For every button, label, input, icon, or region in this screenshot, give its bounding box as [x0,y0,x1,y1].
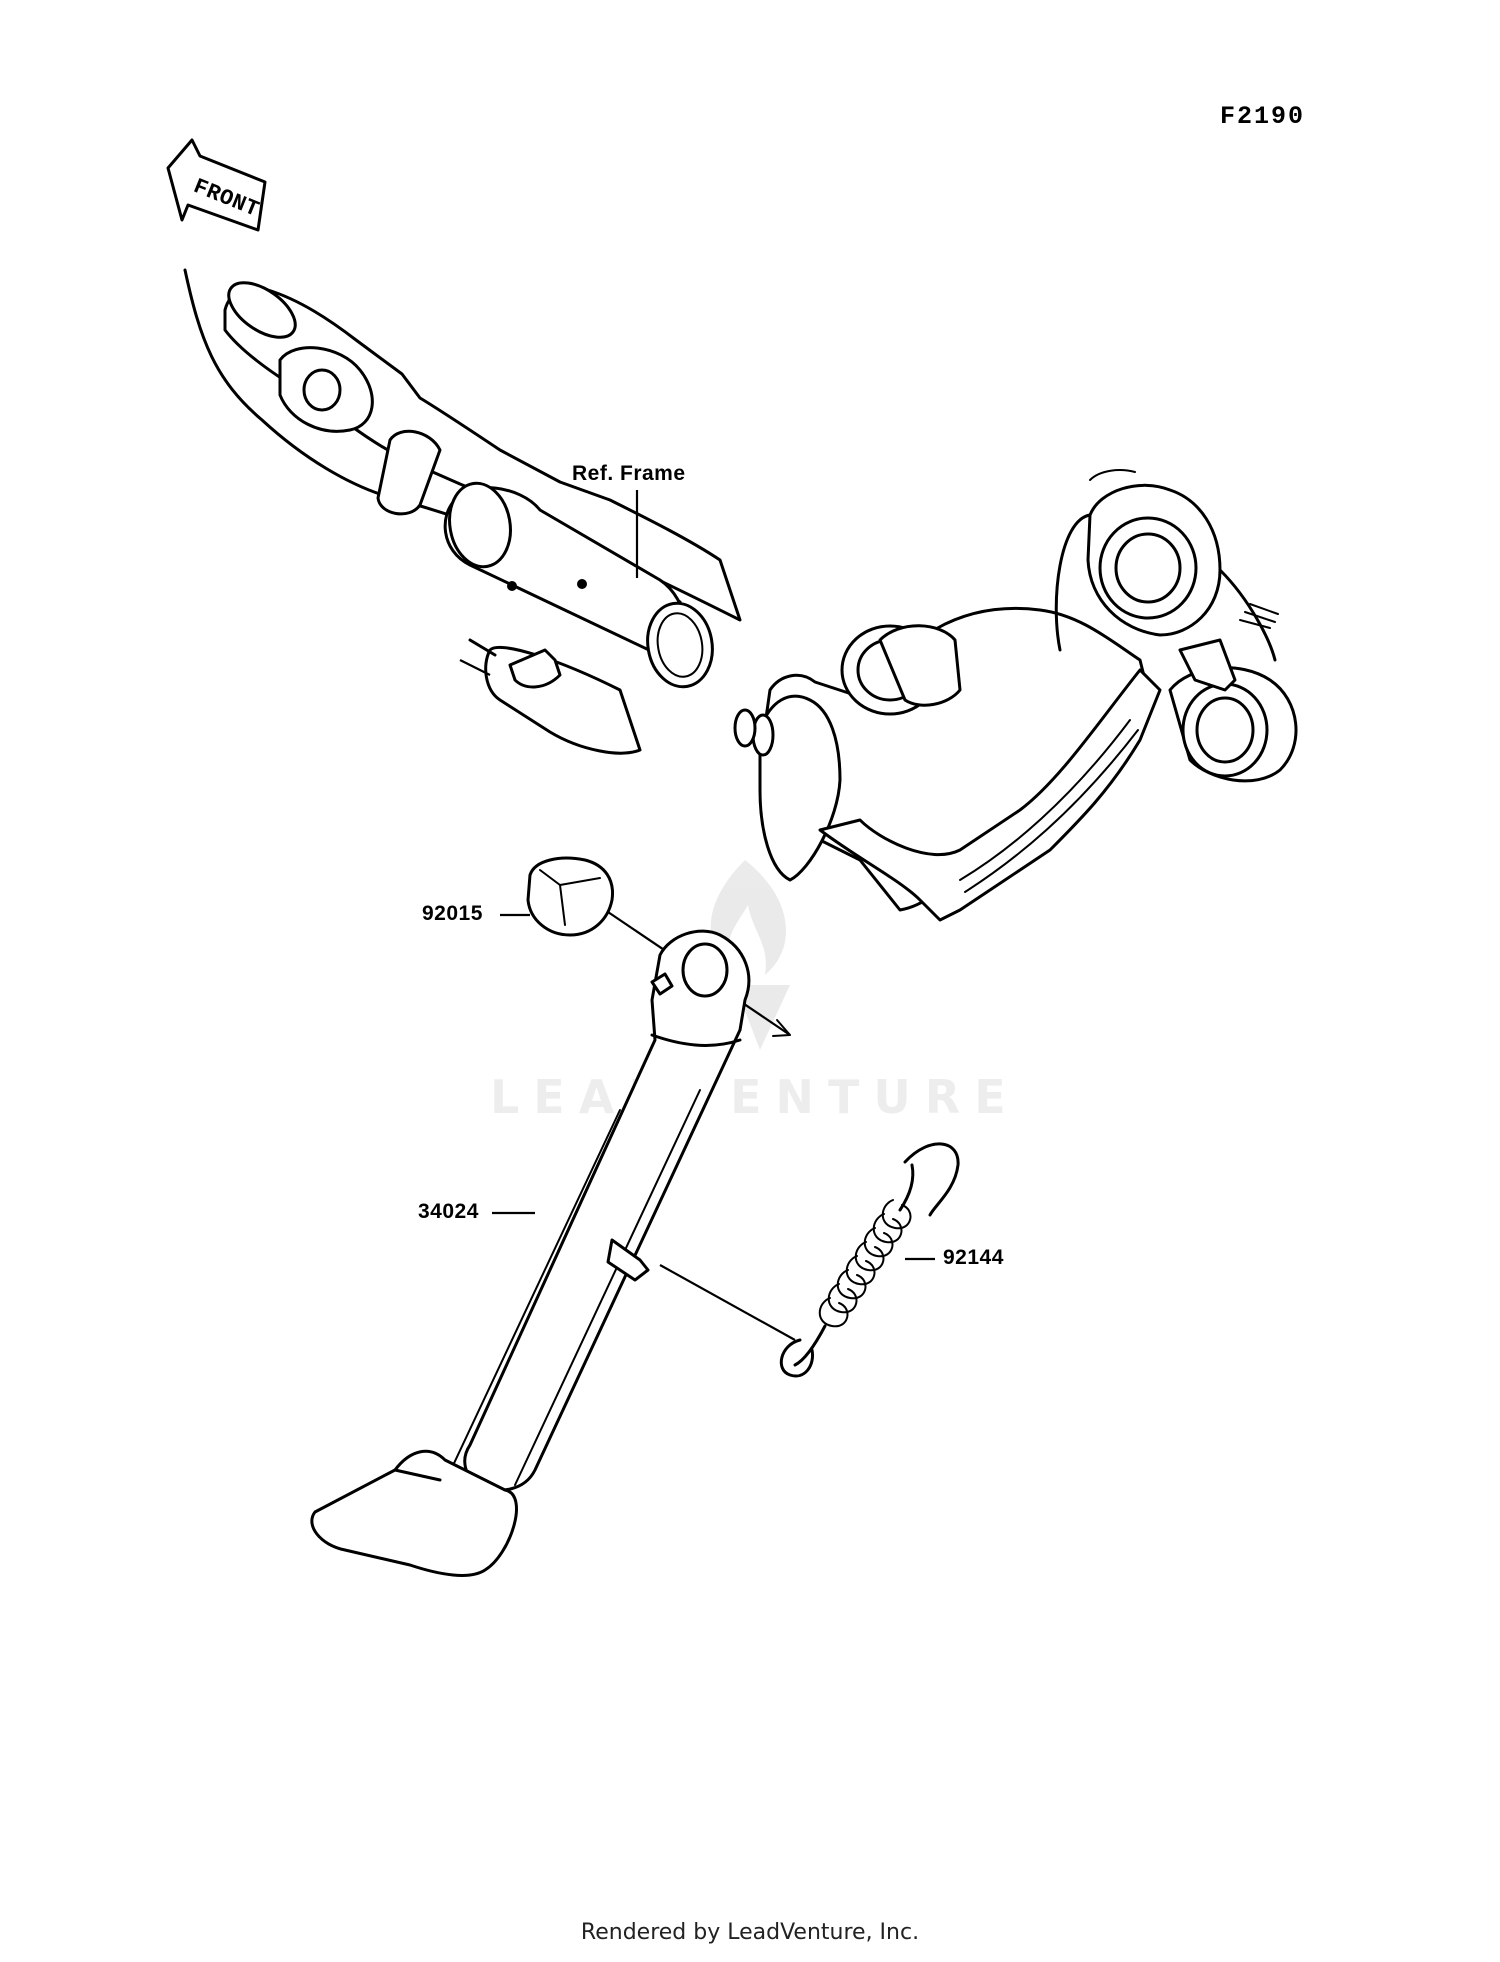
part-number-92015[interactable]: 92015 [422,902,483,925]
spring-92144 [779,1142,960,1378]
figure-code: F2190 [1220,102,1306,131]
watermark: LEADVENTURE [490,1070,1020,1124]
frame-tube-left [223,281,742,755]
front-arrow-icon [166,138,267,232]
ref-frame-label: Ref. Frame [572,462,686,485]
part-number-34024[interactable]: 34024 [418,1200,479,1223]
nut-92015 [526,856,615,937]
part-number-92144[interactable]: 92144 [943,1246,1004,1269]
spring-leader [659,1264,796,1341]
footer-credit: Rendered by LeadVenture, Inc. [580,1920,920,1945]
frame-mount-right [733,469,1298,922]
side-stand-34024 [310,929,751,1577]
